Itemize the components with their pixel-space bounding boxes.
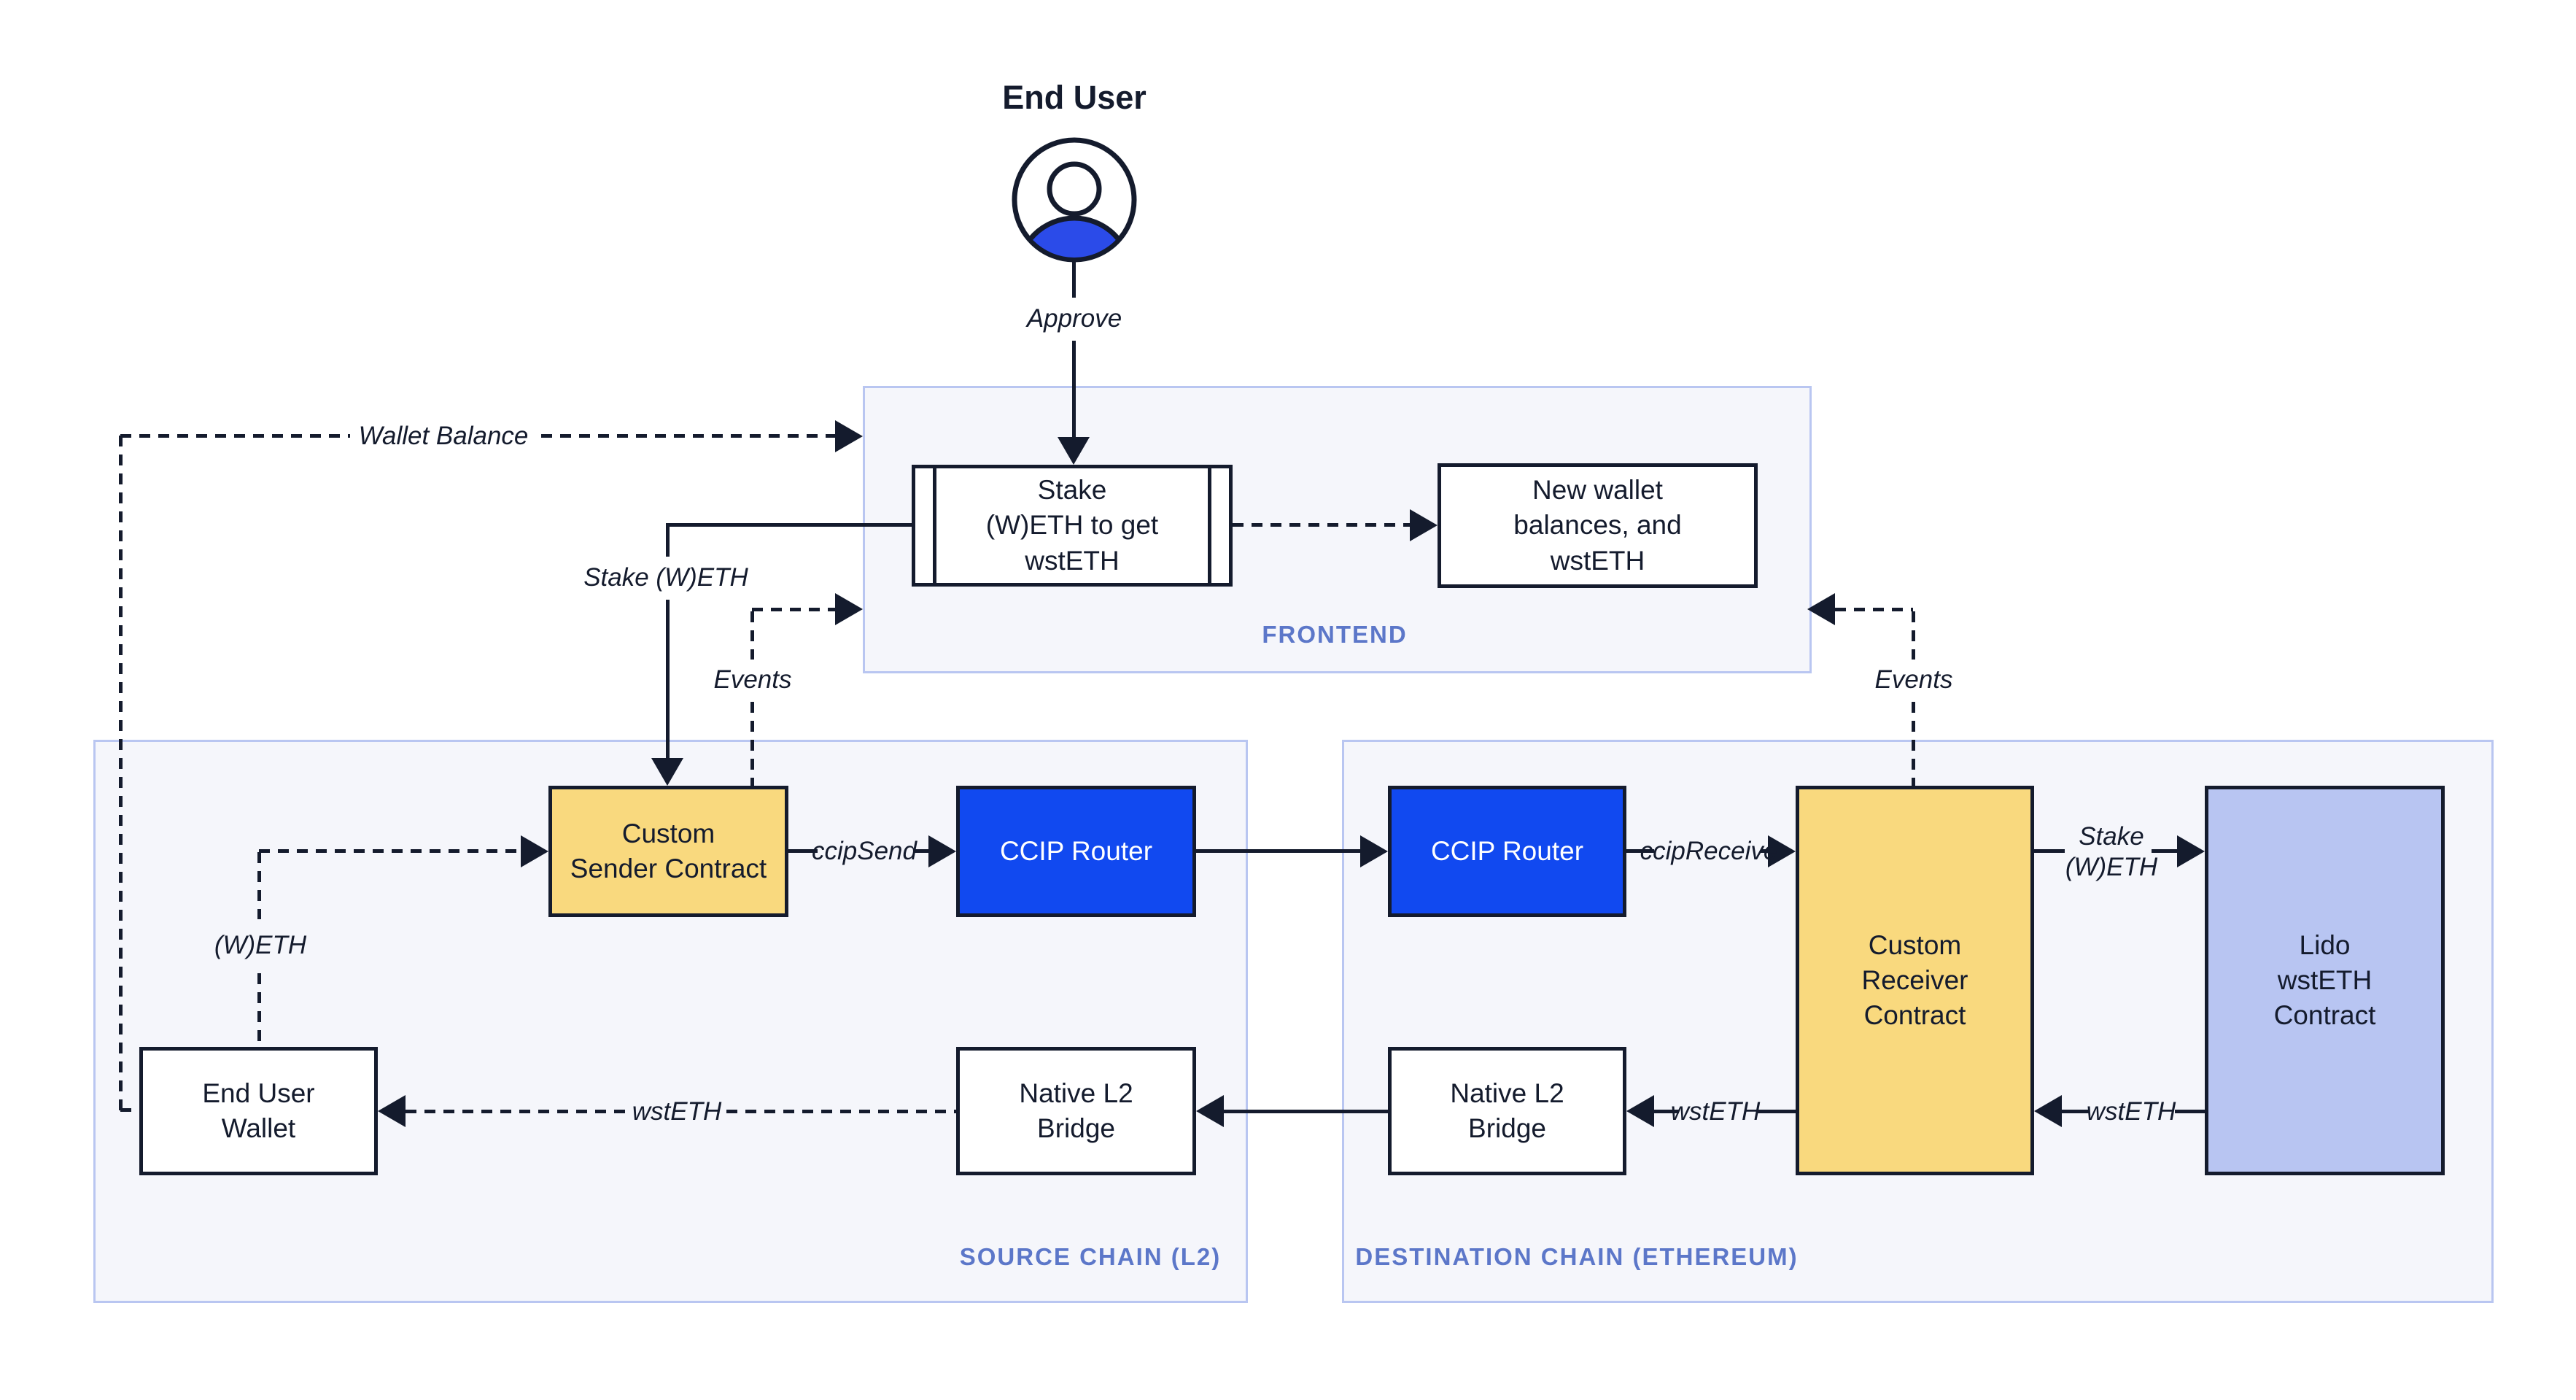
edge-approve-line-b <box>1072 341 1076 438</box>
edge-wallet-balance-line-stub <box>120 1108 139 1112</box>
user-icon <box>1012 137 1137 263</box>
edge-wsteth-wallet-arrowhead <box>378 1095 406 1127</box>
edge-stake-newwallet-arrowhead <box>1410 509 1438 541</box>
edge-events-right-line-v1 <box>1912 611 1915 660</box>
edge-wsteth-lido-stub-b <box>2175 1110 2205 1113</box>
ccip-router-source: CCIP Router <box>956 786 1196 917</box>
native-bridge-source-label: Native L2 Bridge <box>1019 1078 1133 1143</box>
edge-approve-arrowhead <box>1058 437 1090 465</box>
ccip-router-destination: CCIP Router <box>1388 786 1626 917</box>
custom-sender-label: Custom Sender Contract <box>570 818 767 883</box>
new-wallet-box: New wallet balances, and wstETH <box>1438 463 1758 588</box>
edge-wsteth-wallet-line-a <box>406 1110 626 1113</box>
edge-events-right-label: Events <box>1874 665 1953 694</box>
edge-wsteth-lido-label: wstETH <box>2086 1097 2176 1126</box>
end-user-wallet-label: End User Wallet <box>202 1078 315 1143</box>
edge-stake-weth-line-v1 <box>666 523 670 557</box>
edge-wallet-balance-line-v <box>119 436 123 1110</box>
edge-weth-arrowhead <box>521 835 548 867</box>
end-user-title: End User <box>1002 79 1147 116</box>
subroutine-bar-right <box>1208 468 1211 583</box>
edge-wallet-balance-arrowhead <box>835 420 863 452</box>
source-chain-zone-label: SOURCE CHAIN (L2) <box>959 1243 1222 1270</box>
ccip-router-destination-label: CCIP Router <box>1430 835 1584 866</box>
edge-events-left-arrowhead <box>835 593 863 625</box>
edge-ccipreceive-arrowhead <box>1768 835 1796 867</box>
edge-wsteth-wallet-label: wstETH <box>632 1097 722 1126</box>
edge-ccipreceive-stub-b <box>1761 849 1769 853</box>
native-bridge-destination: Native L2 Bridge <box>1388 1047 1626 1175</box>
native-bridge-destination-label: Native L2 Bridge <box>1450 1078 1564 1143</box>
edge-approve-line-a <box>1072 261 1076 298</box>
edge-wsteth-bridge-label: wstETH <box>1670 1097 1761 1126</box>
edge-events-left-line-v1 <box>750 611 754 660</box>
edge-wallet-balance-line-b <box>541 434 835 438</box>
custom-sender-contract: Custom Sender Contract <box>548 786 788 917</box>
edge-stake-weth-line-v2 <box>666 600 670 759</box>
edge-stake-weth-right-arrowhead <box>2177 835 2205 867</box>
edge-router-router-arrowhead <box>1360 835 1388 867</box>
edge-weth-line-v1 <box>257 852 261 919</box>
edge-approve-label: Approve <box>1026 304 1122 333</box>
edge-wsteth-bridge-arrowhead <box>1626 1095 1654 1127</box>
custom-receiver-label: Custom Receiver Contract <box>1861 929 1968 1031</box>
edge-wsteth-lido-arrowhead <box>2034 1095 2062 1127</box>
destination-chain-zone-label: DESTINATION CHAIN (ETHEREUM) <box>1355 1243 1799 1270</box>
edge-wallet-balance-line-a <box>120 434 350 438</box>
native-bridge-source: Native L2 Bridge <box>956 1047 1196 1175</box>
ccip-router-source-label: CCIP Router <box>999 835 1153 866</box>
edge-weth-label: (W)ETH <box>214 931 307 959</box>
edge-wallet-balance-label: Wallet Balance <box>358 422 529 450</box>
stake-box: Stake (W)ETH to get wstETH <box>912 465 1233 587</box>
edge-events-left-label: Events <box>713 665 792 694</box>
edge-stake-weth-right-label: Stake (W)ETH <box>2065 822 2158 881</box>
edge-wsteth-bridge-stub-a <box>1654 1110 1679 1113</box>
edge-events-left-line-h <box>752 608 835 611</box>
new-wallet-box-label: New wallet balances, and wstETH <box>1513 475 1682 576</box>
edge-ccipreceive-stub-a <box>1626 849 1654 853</box>
edge-router-router-line <box>1196 849 1362 853</box>
custom-receiver-contract: Custom Receiver Contract <box>1796 786 2034 1175</box>
edge-stake-newwallet-line <box>1233 523 1410 527</box>
frontend-zone-label: FRONTEND <box>1262 621 1408 648</box>
edge-ccipreceive-label: ccipReceive <box>1640 837 1778 865</box>
edge-stake-weth-right-stub-a <box>2034 849 2065 853</box>
stake-box-label: Stake (W)ETH to get wstETH <box>985 475 1159 576</box>
edge-wsteth-bridge-stub-b <box>1756 1110 1796 1113</box>
edge-bridge-bridge-arrowhead <box>1196 1095 1224 1127</box>
lido-wsteth-label: Lido wstETH Contract <box>2273 929 2376 1031</box>
edge-stake-weth-arrowhead <box>651 758 683 786</box>
edge-weth-line-h <box>259 849 521 853</box>
edge-events-left-line-v2 <box>750 702 754 786</box>
lido-wsteth-contract: Lido wstETH Contract <box>2205 786 2445 1175</box>
edge-ccipsend-stub-a <box>788 849 818 853</box>
end-user-wallet: End User Wallet <box>139 1047 378 1175</box>
edge-wsteth-lido-stub-a <box>2062 1110 2090 1113</box>
edge-events-right-line-h <box>1835 608 1913 611</box>
edge-ccipsend-arrowhead <box>928 835 956 867</box>
edge-stake-weth-right-stub-b <box>2152 849 2179 853</box>
subroutine-bar-left <box>933 468 936 583</box>
edge-bridge-bridge-line <box>1222 1110 1388 1113</box>
edge-stake-weth-label: Stake (W)ETH <box>583 563 748 592</box>
edge-weth-line-v2 <box>257 973 261 1047</box>
edge-stake-weth-line-h <box>667 523 912 527</box>
edge-events-right-arrowhead <box>1807 593 1835 625</box>
edge-events-right-line-v2 <box>1912 702 1915 786</box>
edge-ccipsend-stub-b <box>913 849 930 853</box>
edge-wsteth-wallet-line-b <box>726 1110 956 1113</box>
edge-ccipsend-label: ccipSend <box>812 837 917 865</box>
